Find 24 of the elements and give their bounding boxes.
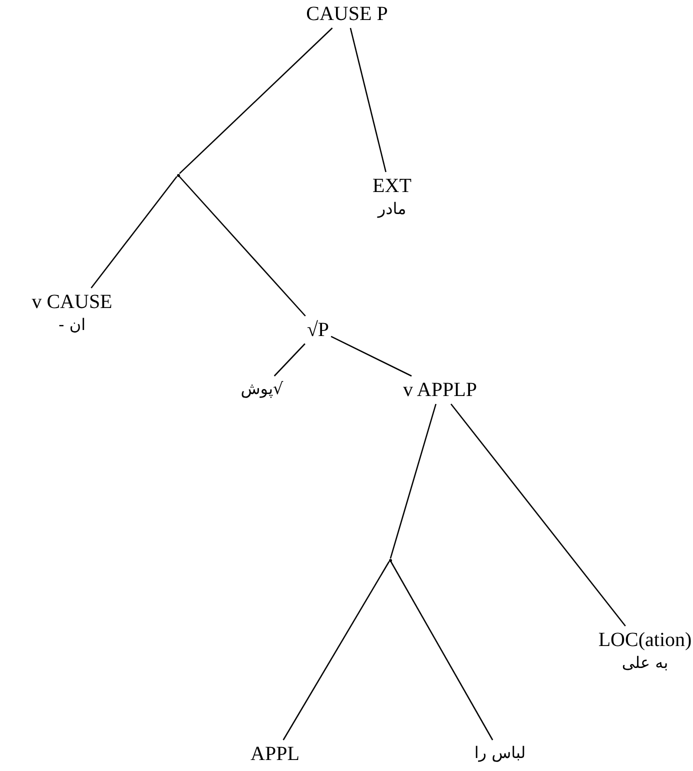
tree-branch (282, 561, 390, 740)
tree-branch (178, 176, 306, 316)
tree-branch (390, 561, 494, 740)
tree-branch (179, 28, 333, 174)
tree-label: √P (306, 318, 330, 342)
branch-point (176, 174, 180, 176)
gloss-text: پوش√ (240, 378, 284, 400)
tree-branch (390, 404, 436, 559)
tree-label: v CAUSE (32, 290, 112, 314)
gloss-text: به علی (620, 652, 670, 674)
tree-label: v APPLP (403, 378, 477, 402)
gloss-text: لباس را (474, 742, 526, 764)
tree-branch (450, 404, 626, 626)
tree-label: LOC(ation) (598, 628, 692, 652)
tree-branch (90, 176, 178, 288)
tree-branch (274, 343, 306, 376)
tree-branch (330, 336, 412, 377)
gloss-text: - ان (57, 314, 87, 336)
tree-label: EXT (372, 174, 412, 198)
branch-point (388, 558, 392, 562)
tree-branch (350, 28, 386, 172)
gloss-text: مادر (376, 198, 408, 220)
tree-label: CAUSE P (306, 2, 388, 26)
tree-label: APPL (250, 742, 300, 766)
